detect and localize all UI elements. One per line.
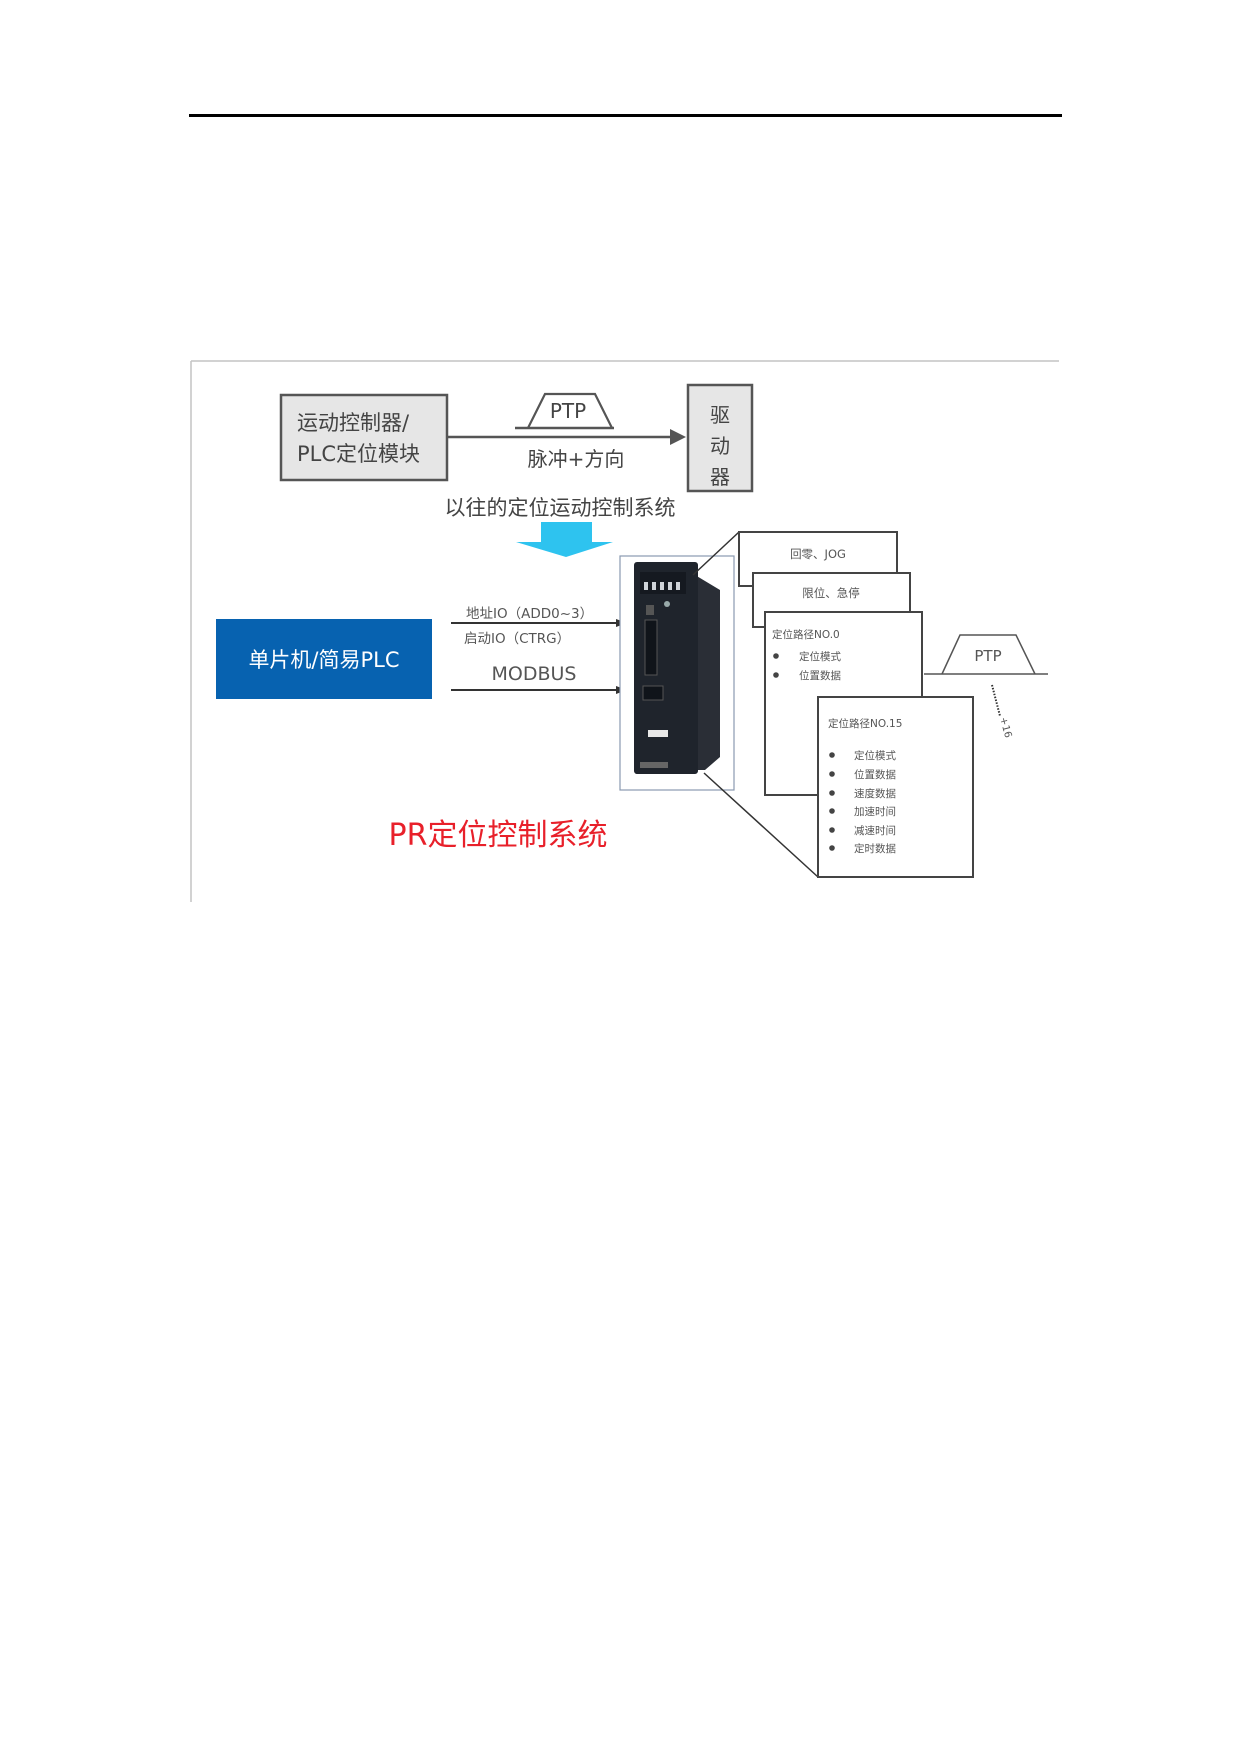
down-arrow-icon [516,522,613,557]
bullet-icon [829,771,835,777]
driver-char: 动 [710,434,730,458]
bullet-icon [773,653,779,659]
bullet-icon [773,672,779,678]
servo-driver-image [634,562,720,774]
path0-item: 位置数据 [799,669,841,682]
figure: 运动控制器/ PLC定位模块 PTP 脉冲+方向 驱 动 器 以往的定位运动控制… [190,360,1059,902]
ptp-label: PTP [550,399,586,423]
path15-item: 位置数据 [854,768,896,781]
path15-item: 定位模式 [854,749,896,762]
card-limit-label: 限位、急停 [802,586,860,600]
path15-item: 加速时间 [854,805,896,818]
bullet-icon [829,827,835,833]
header-rule [189,114,1062,117]
path0-title: 定位路径NO.0 [772,628,840,641]
addr-io-label: 地址IO（ADD0~3） [466,606,593,622]
mcu-plc-label: 单片机/简易PLC [248,648,399,672]
modbus-label: MODBUS [492,663,577,685]
dotted-line [991,684,1001,717]
card-path-15 [817,696,974,878]
legacy-controller-box [279,393,449,482]
legacy-controller-label-1: 运动控制器/ [297,411,410,435]
bullet-icon [829,752,835,758]
zoom-line-bottom [703,772,819,878]
zoom-line-top [692,531,740,576]
bullet-icon [829,845,835,851]
bullet-icon [829,808,835,814]
pulse-direction-label: 脉冲+方向 [528,447,625,471]
driver-char: 器 [710,465,730,489]
driver-char: 驱 [710,403,730,427]
path15-items: 定位模式 位置数据 速度数据 加速时间 减速时间 定时数据 [829,749,896,855]
pulse-arrowhead [670,429,686,445]
path15-item: 速度数据 [854,787,896,800]
ptp-trapezoid [527,392,613,429]
driver-box [686,383,754,493]
path-count-label: +16 [997,716,1013,739]
bullet-icon [829,790,835,796]
path15-item: 定时数据 [854,842,896,855]
ptp-right-trapezoid [941,634,1036,675]
legacy-caption: 以往的定位运动控制系统 [445,496,676,520]
mcu-plc-box [216,619,432,699]
path15-title: 定位路径NO.15 [828,717,902,730]
path0-item: 定位模式 [799,650,841,663]
card-home-label: 回零、JOG [790,547,846,561]
pr-caption: PR定位控制系统 [389,818,608,853]
legacy-controller-label-2: PLC定位模块 [297,442,420,466]
ptp-right-label: PTP [974,647,1001,665]
start-io-label: 启动IO（CTRG） [464,631,570,647]
path15-item: 减速时间 [854,824,896,837]
